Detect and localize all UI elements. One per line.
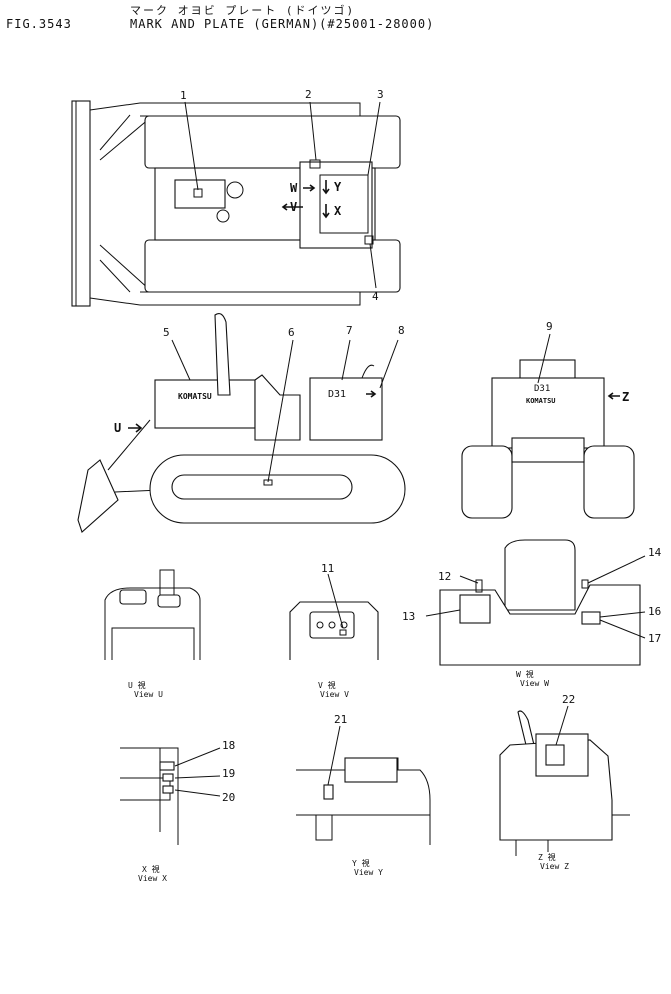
view-w-detail: 12 13 14 16 17 W 視 View W: [402, 539, 662, 688]
view-w-plate-16: [581, 611, 601, 625]
fuel-tank: [309, 377, 383, 441]
view-y-caption-jp: Y 視: [352, 859, 370, 868]
engine-hood: [154, 379, 256, 429]
rear-frame: [511, 437, 585, 463]
rear-model-decal: D31: [534, 384, 550, 394]
view-u-arrow-label: U: [114, 421, 121, 435]
callout-18: 18: [222, 739, 235, 752]
track-left: [144, 115, 401, 169]
callout-9: 9: [546, 320, 553, 333]
callout-17: 17: [648, 632, 661, 645]
callout-16: 16: [648, 605, 661, 618]
callout-2: 2: [305, 88, 312, 101]
view-y-detail: 21 Y 視 View Y: [296, 713, 431, 877]
callout-13: 13: [402, 610, 415, 623]
callout-4: 4: [372, 290, 379, 303]
view-w-seat: [504, 539, 576, 611]
view-y-caption-en: View Y: [354, 868, 383, 877]
view-z-plate-22: [545, 744, 565, 766]
seat-area: [254, 374, 301, 441]
track-frame: [171, 474, 353, 500]
view-y-plate-21: [323, 784, 334, 800]
rear-track-left: [461, 445, 513, 519]
view-u-caption-en: View U: [134, 690, 163, 699]
view-w-plate-13: [459, 594, 491, 624]
callout-22: 22: [562, 693, 575, 706]
view-x-detail: 18 19 20 X 視 View X: [120, 739, 235, 883]
callout-6: 6: [288, 326, 295, 339]
view-v-detail: 11 V 視 View V: [289, 562, 379, 699]
view-y-panel: [344, 757, 398, 783]
hood-panel: [174, 179, 226, 209]
rear-brand-decal: KOMATSU: [526, 397, 556, 405]
view-z-arrow-label: Z: [622, 390, 629, 404]
callout-12: 12: [438, 570, 451, 583]
blade-side: [77, 459, 119, 533]
callout-5: 5: [163, 326, 170, 339]
callout-7: 7: [346, 324, 353, 337]
callout-1: 1: [180, 89, 187, 102]
figure-number: FIG.3543: [6, 17, 72, 31]
callout-14: 14: [648, 546, 662, 559]
view-u-detail: U 視 View U: [104, 569, 201, 699]
callout-11: 11: [321, 562, 334, 575]
view-z-stack: [517, 710, 535, 746]
side-view: KOMATSU D31 U 5 6 7 8: [77, 313, 406, 533]
view-u-caption-jp: U 視: [128, 681, 146, 690]
view-v-caption-en: View V: [320, 690, 349, 699]
view-z-caption-jp: Z 視: [538, 853, 556, 862]
top-view: W V Y X 1 2 3 4: [71, 88, 401, 307]
japanese-subtitle: マーク オヨビ プレート (ドイツゴ): [130, 4, 356, 17]
blade-top: [71, 100, 91, 307]
callout-20: 20: [222, 791, 235, 804]
view-z-caption-en: View Z: [540, 862, 569, 871]
view-y-arrow-label: Y: [334, 180, 342, 194]
view-x-arrow-label: X: [334, 204, 342, 218]
callout-3: 3: [377, 88, 384, 101]
view-v-caption-jp: V 視: [318, 681, 336, 690]
rear-view: D31 KOMATSU Z 9: [461, 320, 635, 519]
callout-19: 19: [222, 767, 235, 780]
exhaust-stack: [214, 313, 231, 396]
callout-21: 21: [334, 713, 347, 726]
view-w-caption-en: View W: [520, 679, 549, 688]
cab-top: [299, 161, 373, 249]
figure-title: MARK AND PLATE (GERMAN)(#25001-28000): [130, 17, 435, 31]
view-w-arrow-label: W: [290, 181, 298, 195]
view-z-detail: 22 Z 視 View Z: [499, 693, 630, 871]
side-brand-decal: KOMATSU: [178, 392, 212, 401]
view-x-caption-jp: X 視: [142, 865, 160, 874]
callout-8: 8: [398, 324, 405, 337]
rear-track-right: [583, 445, 635, 519]
view-x-caption-en: View X: [138, 874, 167, 883]
side-model-decal: D31: [328, 389, 346, 400]
view-w-caption-jp: W 視: [516, 670, 534, 679]
rear-tank: [491, 377, 605, 449]
